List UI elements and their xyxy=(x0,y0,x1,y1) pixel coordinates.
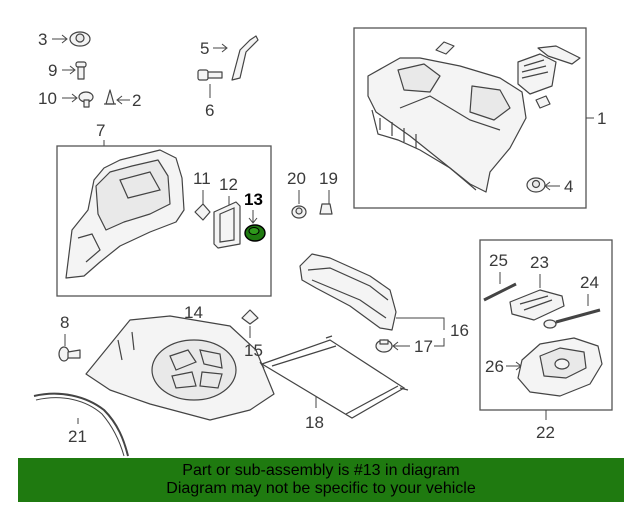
callout-4: 4 xyxy=(564,177,573,196)
tray-connector-icon xyxy=(535,95,551,109)
callout-6: 6 xyxy=(205,101,214,120)
clip-10-icon xyxy=(78,91,94,108)
quarter-trim-panel-icon xyxy=(65,149,185,279)
callout-16: 16 xyxy=(450,321,469,340)
bolt-9-icon xyxy=(75,61,87,80)
leader-10 xyxy=(62,93,78,103)
callout-7: 7 xyxy=(96,121,105,140)
notice-line-2: Diagram may not be specific to your vehi… xyxy=(166,480,476,497)
callout-23: 23 xyxy=(530,253,549,272)
cargo-net-18-icon xyxy=(259,335,409,419)
clip-15-icon xyxy=(241,309,259,325)
callout-15: 15 xyxy=(244,341,263,360)
callout-22: 22 xyxy=(536,423,555,442)
callout-18: 18 xyxy=(305,413,324,432)
notice-banner: Part or sub-assembly is #13 in diagram D… xyxy=(18,458,624,502)
grommet-17-icon xyxy=(375,339,393,353)
clip-11-icon xyxy=(194,203,211,221)
callout-13: 13 xyxy=(244,190,263,209)
leader-5 xyxy=(213,43,228,53)
callout-8: 8 xyxy=(60,313,69,332)
jack-handle-25-icon xyxy=(483,282,517,302)
callout-3: 3 xyxy=(38,30,47,49)
callout-10: 10 xyxy=(38,89,57,108)
callout-5: 5 xyxy=(200,39,209,58)
spare-tray-26-icon xyxy=(517,337,603,397)
callout-17: 17 xyxy=(414,337,433,356)
bolt-6-icon xyxy=(197,69,223,81)
callout-19: 19 xyxy=(319,169,338,188)
callout-2: 2 xyxy=(132,91,141,110)
leader-9 xyxy=(62,65,76,75)
push-clip-3-icon xyxy=(69,31,91,47)
callout-1: 1 xyxy=(597,109,606,128)
package-tray-icon xyxy=(367,57,527,193)
leader-2 xyxy=(116,95,130,105)
leader-17-16-join xyxy=(434,338,445,347)
cap-13-highlighted-icon xyxy=(244,224,266,242)
weatherstrip-21-icon xyxy=(33,392,129,457)
jack-23-icon xyxy=(509,289,565,321)
clip-19-icon xyxy=(319,203,333,215)
trunk-floor-mat-14-icon xyxy=(85,315,275,421)
pin-2-icon xyxy=(104,89,116,105)
rear-panel-16-icon xyxy=(299,253,397,331)
callout-12: 12 xyxy=(219,175,238,194)
trim-strip-icon xyxy=(537,45,581,65)
leader-16 xyxy=(396,317,445,330)
notice-line-1: Part or sub-assembly is #13 in diagram xyxy=(182,462,460,479)
bracket-5-icon xyxy=(231,35,259,81)
callout-11: 11 xyxy=(193,169,211,188)
leader-4 xyxy=(544,181,560,191)
callout-20: 20 xyxy=(287,169,306,188)
trim-cover-12-icon xyxy=(213,201,241,249)
grommet-20-icon xyxy=(291,205,307,219)
leader-17 xyxy=(392,341,410,351)
callout-9: 9 xyxy=(48,61,57,80)
callout-24: 24 xyxy=(580,273,599,292)
callout-21: 21 xyxy=(68,427,87,446)
leader-26 xyxy=(506,361,522,371)
speaker-bracket-icon xyxy=(517,53,557,95)
clip-4-icon xyxy=(526,177,546,193)
trim-group-box xyxy=(56,145,272,297)
leader-3 xyxy=(52,34,68,44)
wrench-24-icon xyxy=(543,308,601,329)
callout-25: 25 xyxy=(489,251,508,270)
callout-26: 26 xyxy=(485,357,504,376)
hook-8-icon xyxy=(58,346,81,362)
tray-clip-top-icon xyxy=(435,41,455,55)
callout-14: 14 xyxy=(184,303,203,322)
leader-13-arrow xyxy=(248,217,258,224)
